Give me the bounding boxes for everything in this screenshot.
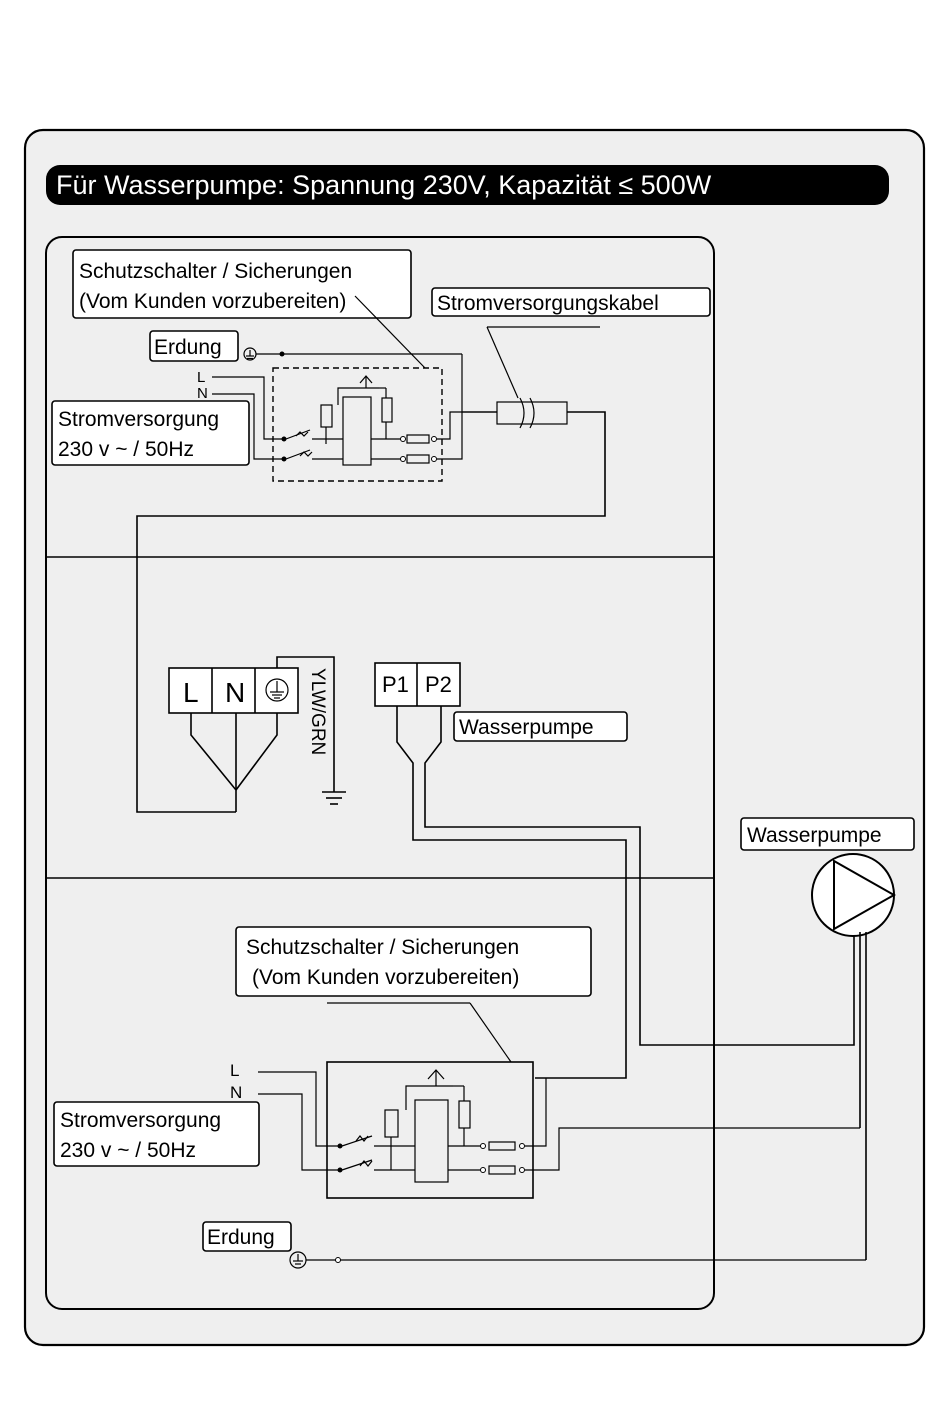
cable-label-box	[431, 287, 711, 317]
top-n-label: N	[197, 385, 208, 402]
unit-panel	[45, 236, 715, 1310]
bottom-breaker-label-line2: (Vom Kunden vorzubereiten)	[252, 966, 519, 989]
bottom-section: Schutzschalter / Sicherungen (Vom Kunden…	[53, 926, 866, 1269]
bottom-breaker-label-box	[235, 926, 592, 997]
bottom-supply-label-box	[53, 1101, 260, 1167]
terminal-ground-icon	[265, 678, 289, 702]
top-ground-node	[279, 351, 285, 357]
bottom-breaker-out-l	[525, 1078, 547, 1147]
top-ground-label: Erdung	[154, 336, 222, 359]
cable-label-pointer	[486, 326, 519, 399]
p1-wire	[396, 706, 627, 1079]
bottom-supply-label-line2: 230 v ~ / 50Hz	[60, 1139, 196, 1162]
bottom-breaker-symbol	[337, 1069, 525, 1183]
top-section: Schutzschalter / Sicherungen (Vom Kunden…	[51, 249, 711, 813]
pump-symbol-circle	[811, 853, 895, 937]
bottom-ground-node	[335, 1257, 341, 1263]
top-breaker-label-line1: Schutzschalter / Sicherungen	[79, 260, 352, 283]
bottom-l-label: L	[230, 1061, 239, 1080]
top-breaker-symbol	[281, 375, 437, 466]
bottom-n-label: N	[230, 1083, 242, 1102]
top-n-wire	[212, 393, 282, 460]
top-ground-icon	[243, 347, 257, 361]
bottom-supply-label-line1: Stromversorgung	[60, 1109, 221, 1132]
terminal-p1: P1	[382, 672, 409, 697]
top-breaker-out-n	[437, 412, 463, 460]
power-cable-symbol	[496, 397, 568, 429]
external-pump-label-box	[740, 817, 915, 851]
bottom-ground-label-box	[202, 1221, 292, 1252]
top-breaker-label-box	[72, 249, 412, 319]
external-pump: Wasserpumpe	[740, 817, 915, 1260]
top-breaker-box	[272, 367, 443, 482]
bottom-breaker-box	[326, 1061, 534, 1199]
bottom-n-wire	[258, 1093, 338, 1171]
top-supply-label-line1: Stromversorgung	[58, 408, 219, 431]
middle-pump-label: Wasserpumpe	[459, 716, 594, 739]
chassis-ground-icon	[322, 791, 346, 805]
top-breaker-out-l	[437, 411, 497, 440]
title-bar	[46, 165, 889, 205]
pump-symbol-triangle	[833, 859, 897, 931]
terminal-n: N	[225, 677, 245, 708]
top-supply-label-box	[51, 400, 250, 466]
middle-section: L N YLW/GRN P1 P2 Wasserpumpe	[168, 656, 855, 1079]
bottom-l-wire	[258, 1071, 338, 1147]
cable-label: Stromversorgungskabel	[437, 292, 659, 315]
terminal-l: L	[183, 677, 199, 708]
top-ground-label-box	[149, 330, 239, 362]
bottom-breaker-out-n	[525, 1127, 860, 1171]
ground-wire-label: YLW/GRN	[307, 668, 328, 755]
bottom-breaker-label-line1: Schutzschalter / Sicherungen	[246, 936, 519, 959]
p2-wire	[424, 706, 855, 1046]
external-pump-label: Wasserpumpe	[747, 824, 882, 847]
terminal-p2: P2	[425, 672, 452, 697]
middle-pump-label-box	[453, 711, 628, 742]
terminal-ground-lead	[235, 713, 278, 791]
top-supply-label-line2: 230 v ~ / 50Hz	[58, 438, 194, 461]
top-l-label: L	[197, 369, 205, 386]
power-cable-to-terminal	[136, 411, 606, 813]
bottom-ground-label: Erdung	[207, 1226, 275, 1249]
terminal-l-lead	[190, 713, 237, 812]
top-breaker-pointer	[354, 295, 426, 369]
bottom-breaker-pointer	[469, 1002, 512, 1063]
ground-wire	[276, 656, 335, 792]
top-breaker-label-line2: (Vom Kunden vorzubereiten)	[79, 290, 346, 313]
diagram-title: Für Wasserpumpe: Spannung 230V, Kapazitä…	[56, 170, 712, 200]
